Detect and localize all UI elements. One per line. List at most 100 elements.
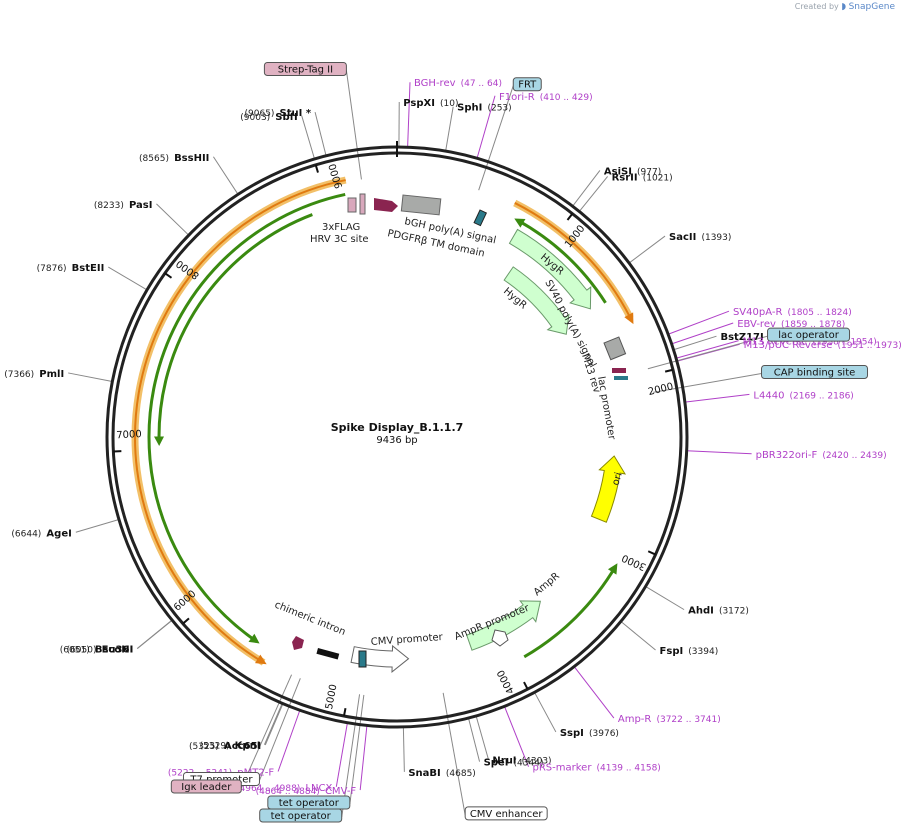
tick-1000 xyxy=(566,213,574,221)
tick-8000 xyxy=(164,272,173,279)
sphi-leader-line xyxy=(445,106,454,152)
agei-name: AgeI xyxy=(46,528,71,539)
snabi-position: (4685) xyxy=(446,769,476,779)
cap-site-box xyxy=(614,376,628,380)
box-ig-leader-7-leader xyxy=(240,674,293,789)
site-fspi-label: FspI (3394) xyxy=(660,639,719,658)
primer-cmv-f-label: (4864 .. 4884) CMV-F xyxy=(256,779,357,798)
rsrii-position: (1021) xyxy=(643,173,673,183)
bgh-polya-box xyxy=(400,194,442,216)
site-bsteii-label: (7876) BstEII xyxy=(37,256,105,275)
stui-name: StuI * xyxy=(280,108,312,119)
ebv-rev-leader-line xyxy=(671,322,734,345)
site-kpni-label: (5329) KpnI xyxy=(200,734,261,753)
m13-reverse-leader-line xyxy=(675,340,739,359)
sbfi-leader-line xyxy=(301,115,316,160)
primer-m13-reverse-label: M13 Reverse (1938 .. 1954) xyxy=(743,330,877,349)
asisi-position: (977) xyxy=(637,167,661,177)
orf-orange-arc xyxy=(134,179,346,664)
bsteii-leader-line xyxy=(108,266,148,291)
plasmid-name: Spike Display_B.1.1.7 xyxy=(331,421,464,434)
pbr322ori-f-leader-line xyxy=(686,450,752,455)
box-strep-tag-ii-8-leader xyxy=(345,70,362,180)
m13-puc-reverse-name: M13/pUC Reverse xyxy=(744,340,833,351)
sv40pa-r-leader-line xyxy=(668,310,730,335)
primer-pbr322ori-f-label: pBR322ori-F (2420 .. 2439) xyxy=(756,443,887,462)
site-acc65i-label: (5325) Acc65I xyxy=(189,734,261,753)
box-lac-operator-1 xyxy=(767,327,851,342)
tick-label-7000: 7000 xyxy=(116,429,142,441)
ebv-rev-position: (1859 .. 1878) xyxy=(781,320,845,330)
lncx-name: LNCX xyxy=(305,783,332,794)
pbr322ori-f-position: (2420 .. 2439) xyxy=(822,451,886,461)
bsshii-name: BssHII xyxy=(174,153,209,164)
feature-label-lac-promoter: lac promoter xyxy=(595,376,617,442)
label-leader-lines xyxy=(68,70,768,818)
ahdi-position: (3172) xyxy=(719,607,749,617)
ori-arrow xyxy=(590,455,627,523)
box-label-cap-binding-site-2: CAP binding site xyxy=(774,368,856,379)
bsteii-position: (7876) xyxy=(37,264,67,274)
hygr-arrow-outer xyxy=(508,228,592,310)
pbr322ori-f-name: pBR322ori-F xyxy=(756,450,818,461)
primer-prs-marker-label: pRS-marker (4139 .. 4158) xyxy=(533,756,661,775)
box-frt-0 xyxy=(512,77,542,92)
ahdi-leader-line xyxy=(645,586,685,611)
lncx-leader-line xyxy=(335,722,348,787)
box-tet-operator-4-leader xyxy=(349,694,365,805)
site-rsrii-label: RsrII (1021) xyxy=(612,165,673,184)
pspxi-name: PspXI xyxy=(403,98,435,109)
snabi-name: SnaBI xyxy=(408,768,440,779)
orf-green-arc xyxy=(147,193,346,643)
m13-reverse-name: M13 Reverse xyxy=(743,337,808,348)
ahdi-name: AhdI xyxy=(688,606,714,617)
orf-green-inner-arrowhead xyxy=(154,436,165,447)
sv40-polya-box xyxy=(603,336,627,361)
tick-label-5000: 5000 xyxy=(324,683,340,710)
box-strep-tag-ii-8 xyxy=(263,61,347,76)
agei-leader-line xyxy=(75,518,120,533)
site-pspxi-label: PspXI (10) xyxy=(403,91,458,110)
cmv-f-leader-line xyxy=(359,725,368,791)
box-label-cmv-enhancer-3: CMV enhancer xyxy=(470,809,544,820)
tick-6000 xyxy=(182,617,190,625)
fspi-leader-line xyxy=(620,621,656,651)
site-pmli-label: (7366) PmlI xyxy=(4,362,64,381)
igk-leader-arrow xyxy=(292,636,304,650)
box-cap-binding-site-2-leader xyxy=(653,373,762,393)
kpni-leader-line xyxy=(263,703,283,745)
hrv3c-site-box xyxy=(359,193,366,215)
stui-position: (9065) xyxy=(245,109,275,119)
bsu36i-name: Bsu36I xyxy=(95,644,133,655)
cmv-f-name: CMV-F xyxy=(325,786,356,797)
sacii-position: (1393) xyxy=(701,233,731,243)
orf-green-inner-arc xyxy=(157,213,313,443)
tick-3000 xyxy=(647,550,656,556)
pmli-name: PmlI xyxy=(39,369,64,380)
brand-product: SnapGene xyxy=(848,2,895,12)
kpni-position: (5329) xyxy=(200,742,230,752)
orf-orange-arrowhead xyxy=(255,654,267,665)
primer-ebv-rev-label: EBV-rev (1859 .. 1878) xyxy=(737,312,845,331)
primer-f1ori-r-label: F1ori-R (410 .. 429) xyxy=(499,85,593,104)
feature-label-cmv-promoter: CMV promoter xyxy=(370,632,444,648)
sbfi-name: SbfI xyxy=(275,112,297,123)
lncx-position: (4964 .. 4988) xyxy=(236,784,300,794)
pmli-leader-line xyxy=(68,372,113,383)
bsshii-position: (8565) xyxy=(139,154,169,164)
m13-reverse-position: (1938 .. 1954) xyxy=(812,338,876,348)
rsrii-leader-line xyxy=(578,176,608,212)
box-frt-0-leader xyxy=(478,85,514,191)
bstz17i-leader-line xyxy=(673,335,717,351)
sphi-name: SphI xyxy=(457,103,482,114)
box-label-strep-tag-ii-8: Strep-Tag II xyxy=(278,64,333,75)
l4440-name: L4440 xyxy=(753,390,784,401)
amp-r-leader-line xyxy=(573,666,615,719)
snabi-leader-line xyxy=(402,726,405,772)
site-econi-label: (6050) EcoNI xyxy=(67,638,134,657)
sacii-name: SacII xyxy=(669,232,696,243)
tick-4000 xyxy=(523,681,529,690)
asisi-name: AsiSI xyxy=(604,166,632,177)
hygr-arrow-inner xyxy=(503,266,570,335)
tick-5000 xyxy=(343,707,347,717)
